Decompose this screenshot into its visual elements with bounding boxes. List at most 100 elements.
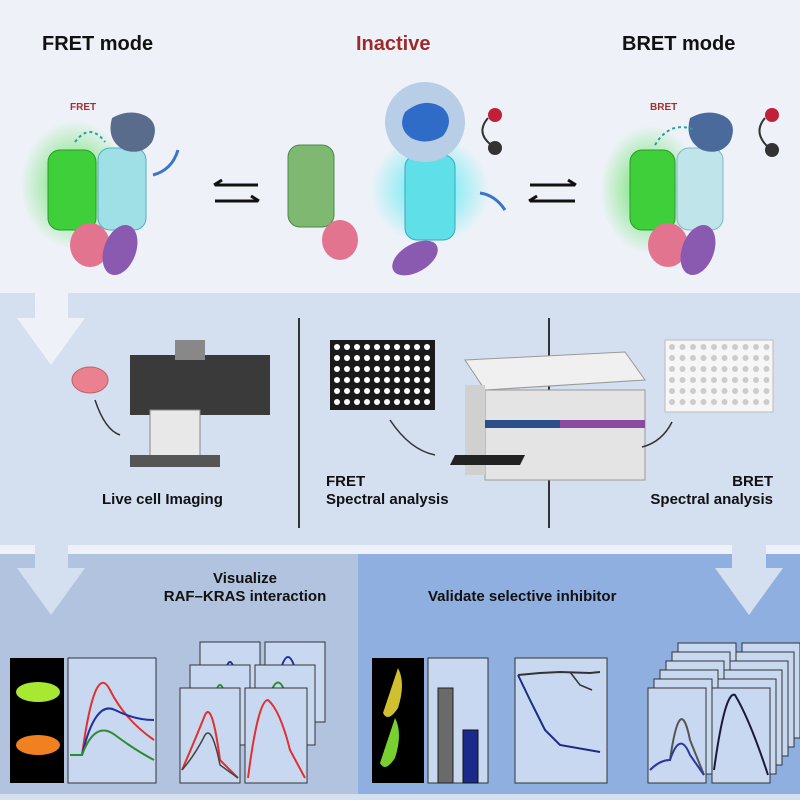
- well: [690, 399, 696, 405]
- plate-reader: [450, 351, 646, 481]
- well: [763, 344, 770, 350]
- visualize-line1: Visualize: [213, 570, 277, 587]
- luciferase: [110, 112, 155, 152]
- well: [700, 344, 707, 350]
- well: [742, 344, 749, 350]
- well: [742, 366, 749, 372]
- middle-panel: [0, 293, 800, 545]
- well: [753, 399, 759, 405]
- well: [344, 355, 350, 361]
- bar-chart: [427, 657, 489, 784]
- down-arrow-icon: [715, 545, 783, 615]
- well: [763, 366, 770, 372]
- well: [700, 355, 707, 361]
- microscope-illustration: [71, 340, 270, 467]
- well: [404, 399, 410, 405]
- cyan-fluorescent-protein: [404, 154, 456, 241]
- well: [690, 388, 696, 394]
- well: [679, 377, 686, 383]
- well: [679, 355, 686, 361]
- well: [424, 377, 430, 383]
- down-arrow-icon: [17, 545, 85, 615]
- well: [384, 344, 390, 350]
- well: [394, 377, 400, 383]
- inactive-title: Inactive: [356, 33, 431, 55]
- visualize-line2: RAF–KRAS interaction: [163, 588, 327, 605]
- well: [354, 388, 360, 394]
- well: [364, 366, 370, 372]
- well: [394, 355, 400, 361]
- spectrum-line: [649, 742, 705, 776]
- well: [414, 355, 420, 361]
- raf-domain: [322, 220, 358, 260]
- equilibrium-arrows-left: [213, 178, 260, 203]
- well: [763, 399, 770, 405]
- well: [753, 388, 759, 394]
- well: [334, 399, 340, 405]
- well: [711, 344, 717, 350]
- spectrum-card: [711, 687, 771, 784]
- visualize-title: Visualize RAF–KRAS interaction: [120, 570, 370, 606]
- well: [424, 399, 430, 405]
- well: [763, 377, 770, 383]
- product-icon: [765, 143, 779, 157]
- well: [679, 388, 686, 394]
- substrate-icon: [488, 108, 502, 122]
- bottom-strip: [0, 794, 800, 800]
- well: [669, 366, 675, 372]
- well: [669, 344, 675, 350]
- well: [394, 366, 400, 372]
- spectrum-line: [713, 693, 769, 776]
- well: [721, 388, 728, 394]
- well: [354, 377, 360, 383]
- well: [374, 388, 380, 394]
- cell-dish: [71, 366, 109, 394]
- dose-response-plot: [514, 657, 608, 784]
- well: [384, 366, 390, 372]
- live-cell-imaging-label: Live cell Imaging: [102, 491, 223, 508]
- well: [721, 366, 728, 372]
- substrate-icon: [765, 108, 779, 122]
- well: [669, 355, 675, 361]
- well: [354, 366, 360, 372]
- well: [742, 355, 749, 361]
- well: [711, 355, 717, 361]
- bret-label-line1: BRET: [732, 473, 773, 490]
- well: [364, 399, 370, 405]
- inhibitor-cell-images: [372, 658, 424, 783]
- well: [742, 388, 749, 394]
- product-icon: [488, 141, 502, 155]
- well: [753, 344, 759, 350]
- well: [732, 399, 738, 405]
- well: [732, 344, 738, 350]
- well: [690, 366, 696, 372]
- well: [364, 344, 370, 350]
- bret-complex: [600, 108, 779, 276]
- well: [394, 388, 400, 394]
- well: [414, 344, 420, 350]
- well: [700, 377, 707, 383]
- well: [721, 355, 728, 361]
- well: [334, 344, 340, 350]
- kras-domain: [102, 224, 138, 276]
- bret-analysis-label: BRET Spectral analysis: [650, 473, 773, 509]
- black-plate: [330, 340, 435, 410]
- well: [354, 399, 360, 405]
- well: [384, 355, 390, 361]
- well: [384, 399, 390, 405]
- well: [364, 355, 370, 361]
- inactive-complex: [287, 82, 507, 276]
- well: [721, 399, 728, 405]
- well: [424, 366, 430, 372]
- well: [374, 399, 380, 405]
- well: [384, 377, 390, 383]
- well: [679, 399, 686, 405]
- fret-label-line1: FRET: [326, 473, 366, 490]
- spectra-stack-right: [647, 642, 800, 784]
- well: [414, 399, 420, 405]
- bret-label-line2: Spectral analysis: [650, 491, 773, 508]
- well: [374, 377, 380, 383]
- well: [424, 355, 430, 361]
- well: [732, 366, 738, 372]
- raf-domain: [648, 223, 688, 267]
